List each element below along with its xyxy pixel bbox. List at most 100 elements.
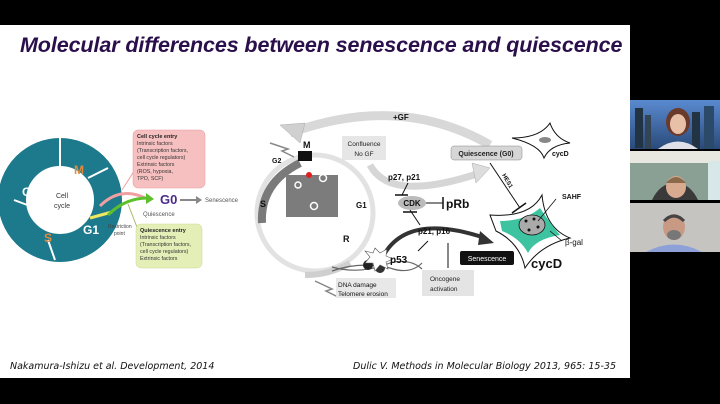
dna-damage-label: DNA damage bbox=[338, 282, 377, 289]
participant-video bbox=[646, 214, 702, 252]
hes1-bar bbox=[511, 202, 527, 214]
sahf-spot bbox=[524, 219, 528, 223]
participant-video bbox=[635, 106, 714, 149]
senescence-arrowhead bbox=[196, 196, 202, 204]
phase-r: R bbox=[343, 234, 350, 244]
senescence-box-label: Senescence bbox=[468, 256, 507, 263]
sahf-spot bbox=[532, 217, 536, 221]
participant-video bbox=[630, 151, 720, 200]
participant-tile-3[interactable] bbox=[630, 203, 720, 252]
quiescence-box-line: Intrinsic factors bbox=[140, 235, 176, 241]
cycd-bottom-label: cycD bbox=[531, 256, 562, 271]
sahf-spot bbox=[536, 225, 540, 229]
p21-p16-label: p21, p16 bbox=[418, 227, 451, 236]
cycd-top-label: cycD bbox=[552, 151, 569, 158]
phase-g2: G2 bbox=[272, 158, 281, 165]
r-arrow bbox=[304, 260, 352, 278]
citation-left: Nakamura-Ishizu et al. Development, 2014 bbox=[10, 361, 215, 372]
lightning-icon bbox=[314, 280, 339, 298]
hes1-line bbox=[489, 162, 521, 209]
lightning-icon bbox=[269, 142, 295, 158]
m-block bbox=[298, 151, 312, 161]
entry-box-line: cell cycle regulators) bbox=[137, 155, 186, 161]
sahf-label: SAHF bbox=[562, 194, 582, 201]
p53-arrow bbox=[417, 240, 429, 252]
green-arrowhead bbox=[146, 193, 154, 204]
quiescence-box-line: (Transcription factors, bbox=[140, 242, 191, 248]
oncogene-box bbox=[422, 270, 474, 296]
senescence-label: Senescence bbox=[205, 198, 239, 204]
entry-box-line: (Transcription factors, bbox=[137, 148, 188, 154]
senescence-quiescence-figure: +GF Confluence No GF M G2 S G1 R Quiesce… bbox=[254, 111, 583, 298]
cycle-ring bbox=[254, 152, 376, 274]
senescence-box bbox=[460, 251, 514, 265]
confluence-label: Confluence bbox=[348, 141, 381, 148]
no-gf-label: No GF bbox=[354, 151, 373, 158]
restriction-label-1: Restriction bbox=[108, 224, 132, 230]
p27-p21-label: p27, p21 bbox=[388, 173, 421, 182]
senescent-cell bbox=[489, 193, 572, 270]
g0-label: G0 bbox=[160, 192, 177, 207]
p27-inhibit-line bbox=[401, 182, 409, 196]
green-arrow bbox=[106, 196, 149, 217]
quiescence-box-title: Quiescence entry bbox=[140, 228, 187, 234]
phase-s: S bbox=[260, 199, 266, 209]
prb-label: pRb bbox=[446, 197, 469, 211]
telomere-label: Telomere erosion bbox=[338, 291, 388, 298]
dna-damage-box bbox=[336, 278, 396, 298]
phase-g1: G1 bbox=[356, 201, 367, 210]
pink-arrow bbox=[98, 192, 146, 208]
sahf-spot bbox=[527, 228, 531, 232]
slide-title: Molecular differences between senescence… bbox=[20, 33, 623, 57]
quiescence-arrowhead bbox=[471, 162, 491, 184]
senescence-pathway-arrow bbox=[383, 226, 486, 255]
activation-label: activation bbox=[430, 286, 458, 293]
damage-burst bbox=[364, 247, 394, 272]
quiescence-entry-box bbox=[135, 223, 203, 269]
quiescence-box-line: Extrinsic factors bbox=[140, 256, 178, 262]
citation-right: Dulic V. Methods in Molecular Biology 20… bbox=[353, 361, 616, 372]
restriction-label-2: point bbox=[114, 231, 125, 237]
microscopy-image bbox=[286, 175, 338, 217]
beta-gal-label: β-gal bbox=[565, 238, 583, 247]
plus-gf-label: +GF bbox=[393, 113, 409, 122]
quiescence-box-line: cell cycle regulators) bbox=[140, 249, 189, 255]
gf-arrow bbox=[288, 111, 493, 149]
presentation-slide: Molecular differences between senescence… bbox=[0, 25, 630, 378]
beta-gal-pointer bbox=[549, 230, 563, 242]
phase-g1: G1 bbox=[83, 223, 99, 237]
p53-label: p53 bbox=[390, 255, 408, 266]
sahf-pointer bbox=[537, 198, 557, 222]
cdk-label: CDK bbox=[403, 199, 421, 208]
phase-s: S bbox=[44, 231, 52, 245]
cell-spot bbox=[309, 201, 319, 211]
dna-strand bbox=[331, 262, 423, 272]
entry-box-line: (ROS, hypoxia, bbox=[137, 169, 173, 175]
gf-arrowhead bbox=[279, 122, 306, 144]
confluence-box bbox=[342, 136, 386, 160]
participant-tile-1[interactable] bbox=[630, 100, 720, 149]
center-label-1: Cell bbox=[56, 193, 69, 200]
laser-pointer bbox=[306, 172, 312, 178]
quiescence-g0-label: Quiescence (G0) bbox=[458, 151, 513, 158]
cell-cycle-entry-box bbox=[132, 129, 206, 189]
phase-m: M bbox=[303, 140, 311, 150]
senescence-pathway-arrowhead bbox=[478, 231, 494, 245]
participant-tile-2[interactable] bbox=[630, 151, 720, 200]
quiescence-label: Quiescence bbox=[143, 212, 175, 218]
phase-m: M bbox=[74, 163, 84, 177]
s-phase-arc bbox=[257, 159, 302, 224]
cdk-node bbox=[398, 196, 426, 210]
quiescent-cell bbox=[511, 121, 571, 160]
senescent-nucleus bbox=[518, 214, 546, 236]
entry-box-title: Cell cycle entry bbox=[137, 134, 178, 140]
quiescence-arrow bbox=[366, 163, 482, 190]
participant-panel bbox=[630, 0, 720, 404]
entry-box-line: TPO, SCF) bbox=[137, 176, 163, 182]
oncogene-label: Oncogene bbox=[430, 276, 460, 283]
entry-box-line: Intrinsic factors bbox=[137, 141, 173, 147]
dna-strand bbox=[331, 260, 423, 271]
entry-box-line: Extrinsic factors bbox=[137, 162, 175, 168]
quiescent-nucleus bbox=[539, 137, 551, 143]
quiescence-g0-box bbox=[450, 145, 523, 161]
